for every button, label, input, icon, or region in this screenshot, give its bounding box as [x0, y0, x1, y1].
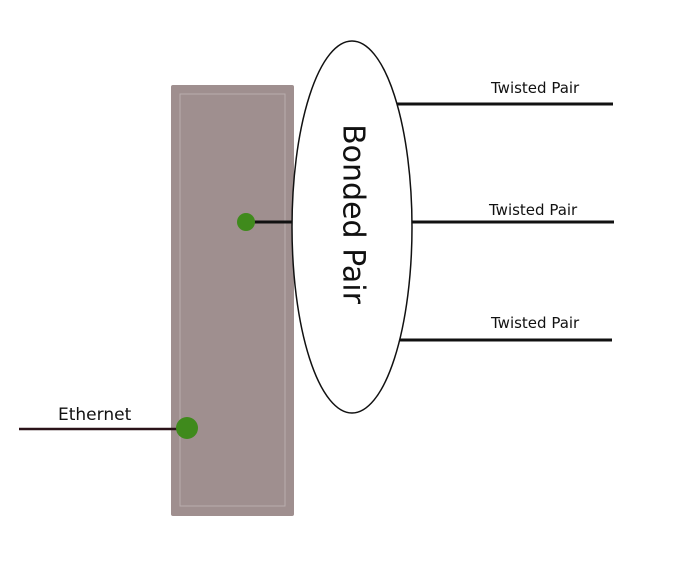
device-box	[171, 85, 294, 516]
bonded-pair-ellipse	[291, 40, 413, 414]
ethernet-port-dot	[176, 417, 198, 439]
device-inner-frame	[179, 93, 286, 507]
bonded-pair-label: Bonded Pair	[336, 124, 371, 304]
twisted-pair-label-3: Twisted Pair	[490, 314, 580, 332]
twisted-pair-label-2: Twisted Pair	[488, 201, 578, 219]
twisted-pair-label-1: Twisted Pair	[490, 79, 580, 97]
ethernet-label: Ethernet	[58, 405, 132, 425]
bond-port-dot	[237, 213, 255, 231]
